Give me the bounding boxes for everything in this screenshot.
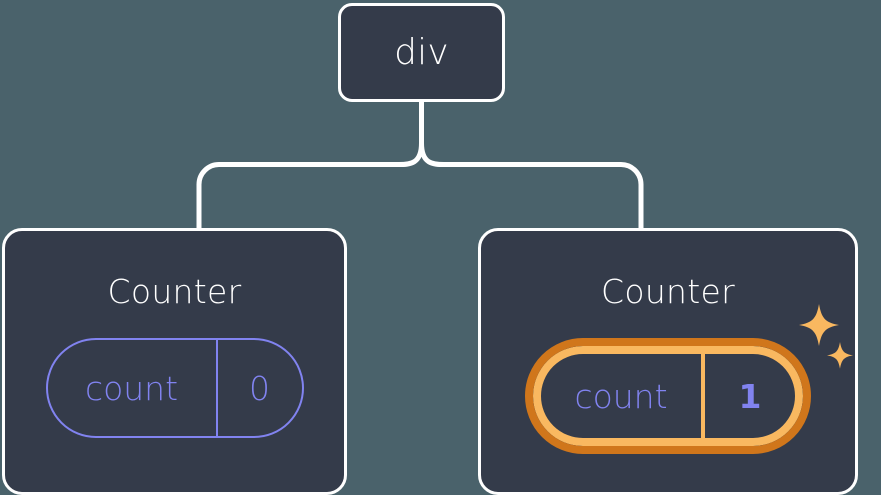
state-pill-right-inner-ring: count 1 xyxy=(533,346,803,446)
sparkle-large-icon xyxy=(799,304,839,346)
state-pill-wrap-left: count 0 xyxy=(45,338,304,438)
connector-right-branch xyxy=(419,142,644,228)
node-div[interactable]: div xyxy=(338,3,505,102)
node-counter-left[interactable]: Counter count 0 xyxy=(2,228,347,495)
state-pill-left[interactable]: count 0 xyxy=(45,338,304,438)
node-div-label: div xyxy=(394,31,449,73)
state-pill-right-highlighted[interactable]: count 1 xyxy=(525,338,811,454)
state-value-right: 1 xyxy=(701,354,795,438)
node-counter-right[interactable]: Counter count 1 xyxy=(478,228,858,495)
state-pill-wrap-right: count 1 xyxy=(525,304,853,454)
state-key-left: count xyxy=(84,368,179,408)
sparkle-small-icon xyxy=(827,342,853,369)
node-counter-right-title: Counter xyxy=(601,272,735,311)
connector-left-branch xyxy=(196,142,424,228)
state-value-left: 0 xyxy=(215,340,302,436)
state-key-right: count xyxy=(574,376,668,416)
node-counter-left-title: Counter xyxy=(107,272,242,311)
